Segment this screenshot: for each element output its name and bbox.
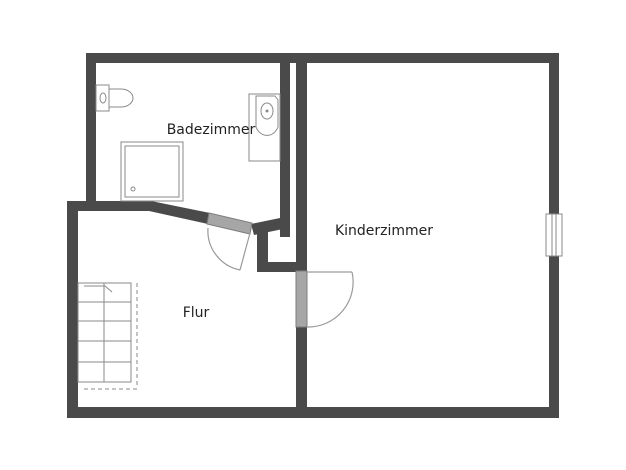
window-icon	[545, 213, 563, 257]
kids-room-door-leaf	[295, 270, 308, 328]
bathroom-diagonal-wall	[149, 201, 210, 224]
room-label-kids-room: Kinderzimmer	[335, 223, 433, 239]
door-icon	[206, 212, 253, 271]
top-wall	[86, 53, 559, 63]
left-wall	[67, 201, 78, 418]
bathroom-door-leaf	[206, 212, 253, 235]
walls	[67, 53, 559, 418]
kids-room-lower-wall	[296, 326, 307, 418]
toilet-icon	[95, 84, 134, 112]
door-icon	[295, 270, 354, 328]
sink-icon	[248, 93, 281, 162]
shower-icon	[120, 141, 184, 202]
bathroom-door-swing	[207, 227, 241, 271]
bottom-wall	[67, 407, 559, 418]
hall-notch-wall	[257, 228, 268, 271]
bathroom-left-wall	[86, 53, 96, 210]
kids-room-door-swing	[306, 271, 354, 328]
bathroom-right-wall	[280, 53, 290, 237]
room-label-bathroom: Badezimmer	[167, 122, 256, 138]
hall-notch-bottom-wall	[257, 262, 307, 272]
hall-top-wall	[67, 201, 153, 211]
room-label-hallway: Flur	[183, 305, 210, 321]
staircase-icon	[77, 282, 138, 390]
kids-room-left-wall	[296, 53, 307, 275]
